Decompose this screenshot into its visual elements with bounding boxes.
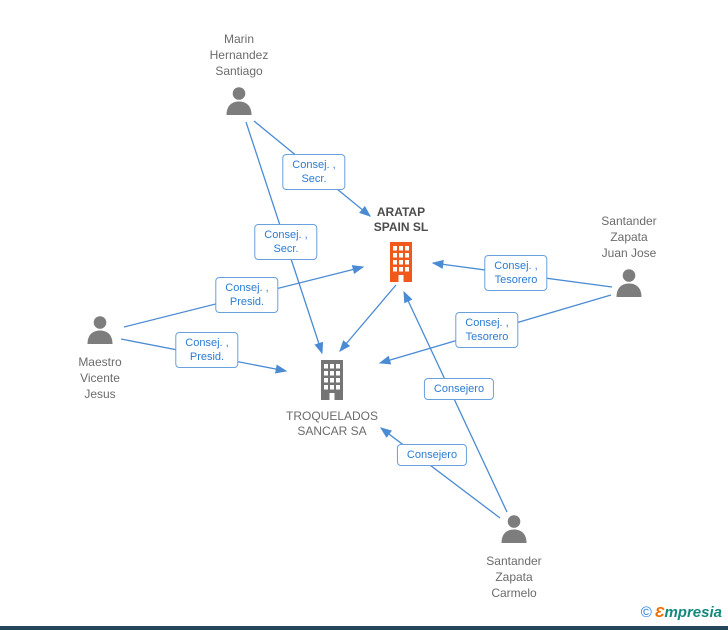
edge-label-line: Consej. , bbox=[185, 337, 229, 349]
building-icon bbox=[321, 360, 343, 400]
edge-label-maestro-troquelados: Consej. , Presid. bbox=[175, 332, 239, 368]
person-icon bbox=[87, 316, 113, 344]
node-maestro-vicente-jesus[interactable]: Maestro Vicente Jesus bbox=[25, 314, 175, 402]
edge-aratap-to-troquelados bbox=[339, 284, 397, 352]
person-icon bbox=[501, 515, 527, 543]
node-name: TROQUELADOS SANCAR SA bbox=[286, 409, 378, 439]
node-marin-hernandez-santiago[interactable]: Marin Hernandez Santiago bbox=[164, 31, 314, 117]
node-name-line: Zapata bbox=[610, 230, 648, 244]
edge-label-line: Consej. , bbox=[292, 159, 336, 171]
edge-label-line: Consejero bbox=[433, 383, 485, 395]
edge-label-juanjose-aratap: Consej. , Tesorero bbox=[484, 255, 548, 291]
edge-label-marin-troquelados: Consej. , Secr. bbox=[254, 224, 318, 260]
node-name-line: Marin bbox=[223, 32, 254, 46]
edge-label-line: Secr. bbox=[301, 173, 327, 185]
edge-label-marin-aratap: Consej. , Secr. bbox=[282, 154, 346, 190]
node-santander-zapata-juan-jose[interactable]: Santander Zapata Juan Jose bbox=[554, 213, 704, 299]
edge-label-line: Consejero bbox=[406, 449, 458, 461]
person-icon bbox=[616, 269, 642, 297]
node-name-line: Santander bbox=[486, 554, 542, 568]
node-name-line: TROQUELADOS bbox=[285, 409, 378, 423]
node-name-line: SPAIN SL bbox=[373, 220, 429, 234]
building-icon bbox=[390, 242, 412, 282]
edge-label-juanjose-troquelados: Consej. , Tesorero bbox=[455, 312, 519, 348]
empresia-logo-initial: Ɛ bbox=[654, 604, 665, 621]
node-name: ARATAP SPAIN SL bbox=[374, 205, 428, 235]
copyright-symbol: © bbox=[640, 604, 652, 621]
node-name-line: Carmelo bbox=[491, 586, 537, 600]
node-name: Santander Zapata Juan Jose bbox=[601, 213, 656, 261]
node-name-line: Vicente bbox=[80, 371, 120, 385]
node-name-line: Juan Jose bbox=[601, 246, 657, 260]
node-name: Marin Hernandez Santiago bbox=[210, 31, 269, 79]
edge-label-line: Consej. , bbox=[264, 229, 308, 241]
edge-label-line: Presid. bbox=[189, 351, 225, 363]
edge-label-line: Tesorero bbox=[494, 274, 538, 286]
node-aratap-spain-sl[interactable]: ARATAP SPAIN SL bbox=[326, 205, 476, 283]
edge-label-carmelo-aratap: Consejero bbox=[423, 378, 495, 400]
edge-carmelo-to-troquelados bbox=[379, 427, 501, 519]
bottom-bar bbox=[0, 626, 728, 630]
edge-carmelo-to-aratap bbox=[403, 290, 508, 513]
person-icon bbox=[226, 87, 252, 115]
node-name-line: Santander bbox=[601, 214, 657, 228]
node-name-line: Maestro bbox=[78, 355, 122, 369]
edge-label-line: Consej. , bbox=[465, 317, 509, 329]
node-name-line: Zapata bbox=[495, 570, 533, 584]
node-santander-zapata-carmelo[interactable]: Santander Zapata Carmelo bbox=[439, 513, 589, 601]
empresia-watermark[interactable]: ©Ɛmpresia bbox=[641, 604, 722, 621]
edge-label-line: Secr. bbox=[273, 243, 299, 255]
node-name-line: Jesus bbox=[84, 387, 116, 401]
node-troquelados-sancar-sa[interactable]: TROQUELADOS SANCAR SA bbox=[257, 359, 407, 439]
edge-label-carmelo-troquelados: Consejero bbox=[396, 444, 468, 466]
edge-label-line: Consej. , bbox=[225, 282, 269, 294]
edge-label-line: Consej. , bbox=[494, 260, 538, 272]
node-name-line: SANCAR SA bbox=[297, 424, 367, 438]
edge-label-line: Tesorero bbox=[465, 331, 509, 343]
node-name: Santander Zapata Carmelo bbox=[486, 553, 541, 601]
node-name-line: Santiago bbox=[215, 64, 263, 78]
node-name-line: Hernandez bbox=[209, 48, 269, 62]
edge-label-line: Presid. bbox=[229, 296, 265, 308]
empresia-logo-text: mpresia bbox=[664, 604, 722, 621]
node-name: Maestro Vicente Jesus bbox=[78, 354, 121, 402]
edge-label-maestro-aratap: Consej. , Presid. bbox=[215, 277, 279, 313]
node-name-line: ARATAP bbox=[376, 205, 426, 219]
